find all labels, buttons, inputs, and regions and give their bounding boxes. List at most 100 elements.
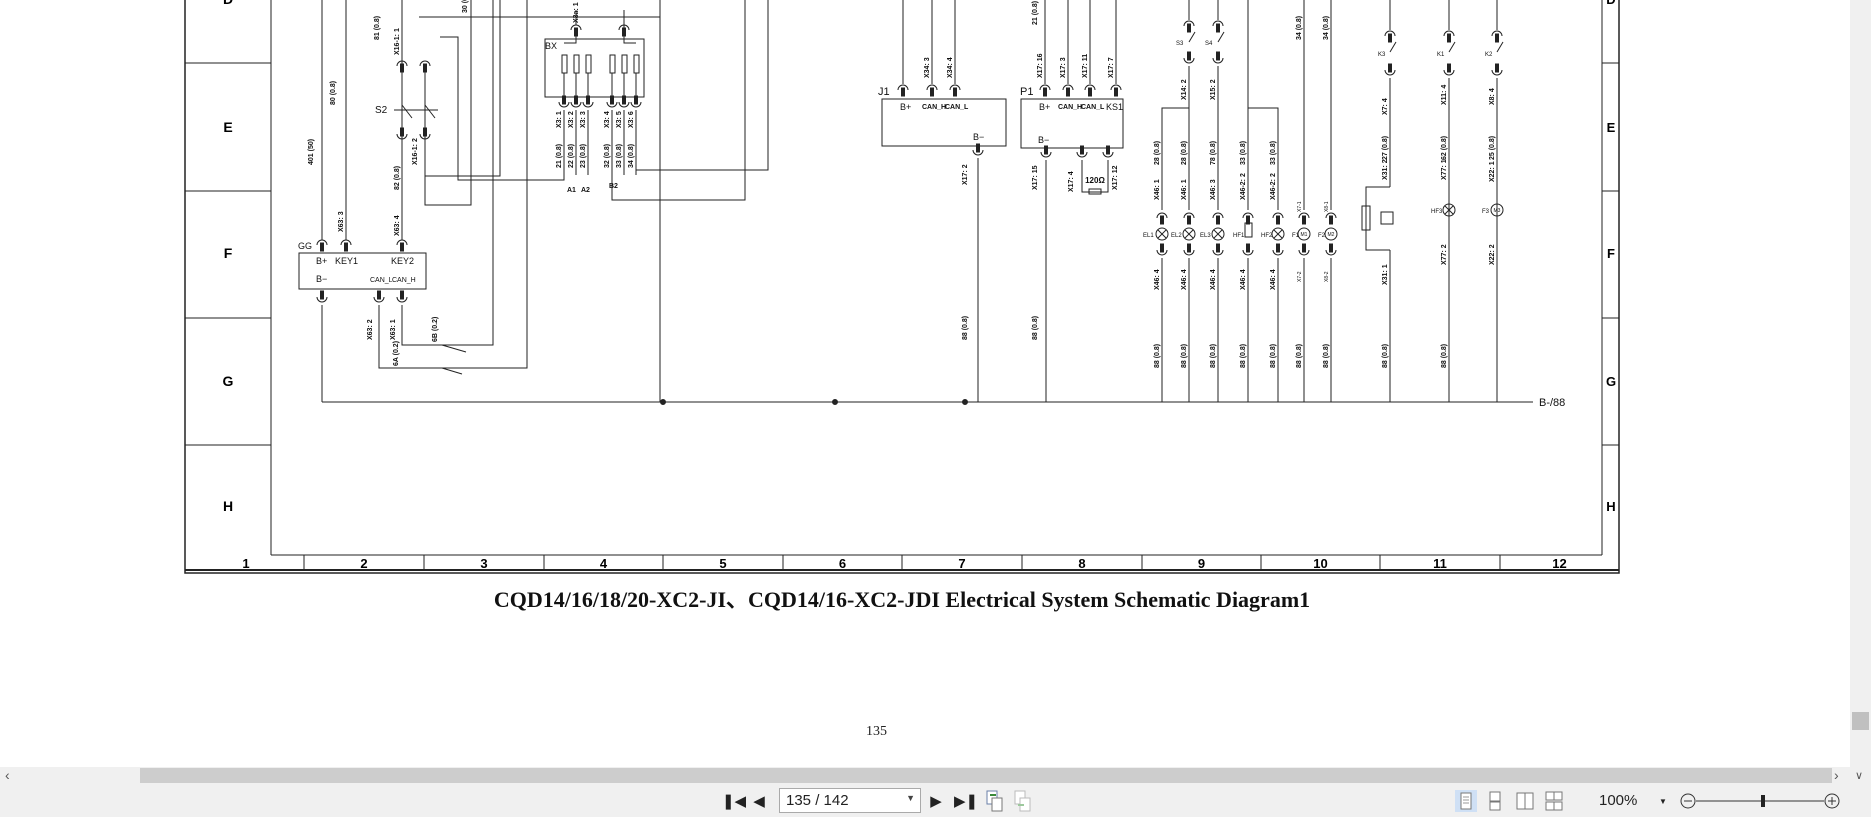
j1-module [881,98,1007,147]
schematic-label: F2 [1318,233,1326,239]
connector-icon [396,60,408,67]
column-label: 1 [242,556,249,571]
wire-label: X46: 4 [1270,269,1277,290]
continuous-view-icon[interactable] [1484,790,1506,812]
schematic-label: CAN_L [945,104,969,111]
schematic-label: GG [298,241,312,251]
chevron-down-icon[interactable]: ▼ [906,793,915,803]
schematic-label: B− [1038,135,1049,145]
fuse-icon [561,54,568,74]
connector-pin [930,87,934,97]
schematic-label: F3 [1482,209,1490,215]
connector-pin [1302,215,1306,225]
schematic-label: F1 [1292,233,1300,239]
schematic-label: EL2 [1171,233,1182,239]
previous-view-icon[interactable] [985,790,1005,812]
connector-pin [1080,145,1084,155]
horizontal-scrollbar[interactable]: ‹ › ∨ [0,767,1871,784]
schematic-label: S4 [1205,41,1213,47]
motor-label: M1 [1301,232,1308,238]
motor-icon [1490,203,1504,217]
wire-label: A2 [581,187,590,194]
wire-label: X77: 1 [1441,159,1448,180]
connector-icon [1384,30,1396,37]
schematic-label: B− [316,274,327,284]
motor-label: M3 [1494,208,1501,214]
resistor-label: 120Ω [1085,176,1105,185]
wire-label: X3: 1 [556,111,563,128]
zoom-dropdown-icon[interactable]: ▼ [1659,796,1667,806]
wire-label: X8-1 [1324,201,1330,212]
connector-pin [1246,215,1250,225]
scroll-down-icon[interactable]: ∨ [1855,770,1864,782]
vertical-scrollbar[interactable] [1850,0,1871,767]
wire-label: X34: 3 [924,57,931,78]
connector-icon [630,101,642,108]
prev-page-icon[interactable]: ◀ [753,793,765,810]
wire-label: 6A (0.2) [393,341,400,366]
schematic-label: CAN_H [392,277,416,284]
connector-pin [344,242,348,252]
wire-label: X63: 4 [394,215,401,236]
connector-pin [1495,33,1499,43]
connector-pin [1276,243,1280,253]
wire-label: X11: 4 [1441,85,1448,105]
wire-label: X46: 1 [1154,179,1161,200]
wire-label: X7: 4 [1382,98,1389,115]
schematic-label: J1 [878,86,890,98]
connector-pin [1302,243,1306,253]
connector-pin [610,95,614,105]
facing-view-icon[interactable] [1514,790,1536,812]
scroll-left-icon[interactable]: ‹ [5,767,10,783]
zoom-level[interactable]: 100% [1599,792,1638,809]
fuse-icon [573,54,580,74]
connector-pin [400,63,404,73]
single-page-view-icon[interactable] [1455,790,1477,812]
connector-pin [1276,215,1280,225]
page-number-field[interactable]: 135 / 142 ▼ [779,788,921,813]
connector-icon [316,239,328,246]
last-page-icon[interactable]: ▶❚ [953,793,979,810]
wire-label: 28 (0.8) [1181,141,1188,165]
column-label: 9 [1198,556,1205,571]
schematic-label: K1 [1437,52,1445,58]
connector-icon [1491,69,1503,76]
page-number: 135 [866,724,887,739]
lamp-cross [1157,229,1167,239]
column-label: 5 [719,556,726,571]
first-page-icon[interactable]: ❚◀ [721,793,747,810]
vertical-scroll-thumb[interactable] [1852,712,1869,730]
schematic-label: HF3 [1431,209,1443,215]
wire-label: X22: 2 [1489,244,1496,265]
switch-contact [424,104,436,119]
schematic-label: KEY1 [335,256,358,266]
connector-icon [1212,57,1224,64]
schematic-label: CAN_H [922,104,946,111]
wire-label: X46: 4 [1154,269,1161,290]
horizontal-scroll-thumb[interactable] [140,768,1832,783]
wire [1248,107,1279,210]
wire-label: 80 (0.8) [330,81,337,105]
connector-icon [618,24,630,31]
next-page-icon[interactable]: ▶ [930,793,942,810]
schematic-label: S3 [1176,41,1184,47]
connector-pin [400,242,404,252]
connector-icon [606,101,618,108]
wire-label: B2 [609,183,618,190]
column-label: 8 [1078,556,1085,571]
scroll-right-icon[interactable]: › [1834,767,1839,783]
connector-icon [1212,212,1224,219]
diagram-title: CQD14/16/18/20-XC2-JI、CQD14/16-XC2-JDI E… [493,587,1311,612]
zoom-slider[interactable] [1678,790,1840,812]
switch-contact [401,104,413,119]
column-label: 2 [360,556,367,571]
wire [1081,160,1109,193]
connector-pin [1216,23,1220,33]
leader [441,367,463,375]
connector-pin [1447,33,1451,43]
page-field-value: 135 / 142 [786,792,849,809]
schematic-label: CAN_L [370,277,393,284]
continuous-facing-view-icon[interactable] [1543,790,1565,812]
next-view-icon[interactable] [1013,790,1033,812]
column-label: 12 [1552,556,1566,571]
